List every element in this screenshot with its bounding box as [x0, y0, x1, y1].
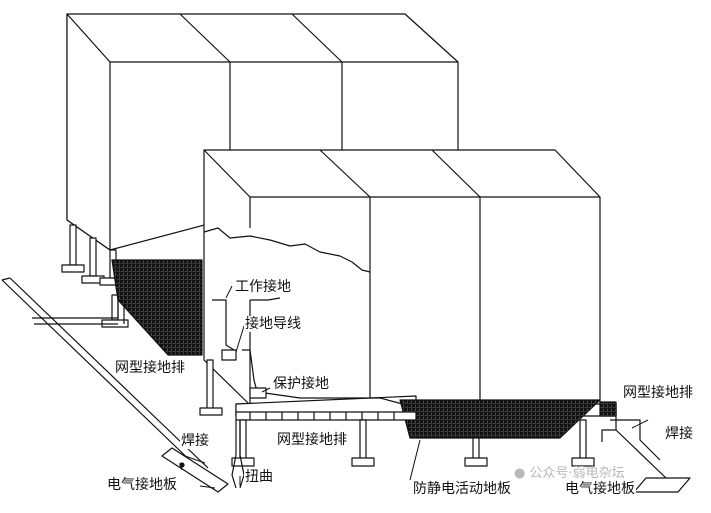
label-grid-ground-bar-center: 网型接地排: [276, 432, 348, 448]
label-electrical-ground-plate-right: 电气接地板: [564, 481, 636, 497]
watermark: ● 公众号·弱电杂坛: [514, 466, 625, 482]
right-ground-bracket: [601, 404, 691, 493]
back-antistatic-floor: [111, 259, 203, 356]
label-weld-left: 焊接: [180, 433, 210, 449]
front-row-legs: [199, 359, 595, 467]
watermark-text: 公众号·弱电杂坛: [529, 466, 625, 481]
label-grid-ground-bar-right: 网型接地排: [622, 385, 694, 401]
left-ground-plate: [161, 447, 229, 493]
label-weld-right: 焊接: [664, 426, 694, 442]
back-cabinet-row: [66, 13, 459, 251]
label-protective-ground: 保护接地: [272, 376, 330, 392]
front-antistatic-floor: [399, 399, 601, 439]
left-ground-rail: [1, 277, 209, 471]
label-ground-conductor: 接地导线: [244, 316, 302, 332]
label-twist: 扭曲: [244, 469, 274, 485]
ground-conductors: [212, 299, 411, 489]
label-electrical-ground-plate-left: 电气接地板: [106, 477, 178, 493]
label-work-ground: 工作接地: [234, 279, 292, 295]
right-ground-plate: [633, 477, 691, 493]
label-grid-ground-bar-left: 网型接地排: [114, 360, 186, 376]
wechat-bubble-icon: ●: [514, 466, 526, 481]
leader-lines: [184, 285, 649, 489]
side-antistatic-floor: [599, 401, 617, 417]
front-cabinet-row: [203, 149, 601, 406]
label-antistatic-floor: 防静电活动地板: [412, 481, 512, 497]
front-ground-bar: [235, 411, 417, 421]
